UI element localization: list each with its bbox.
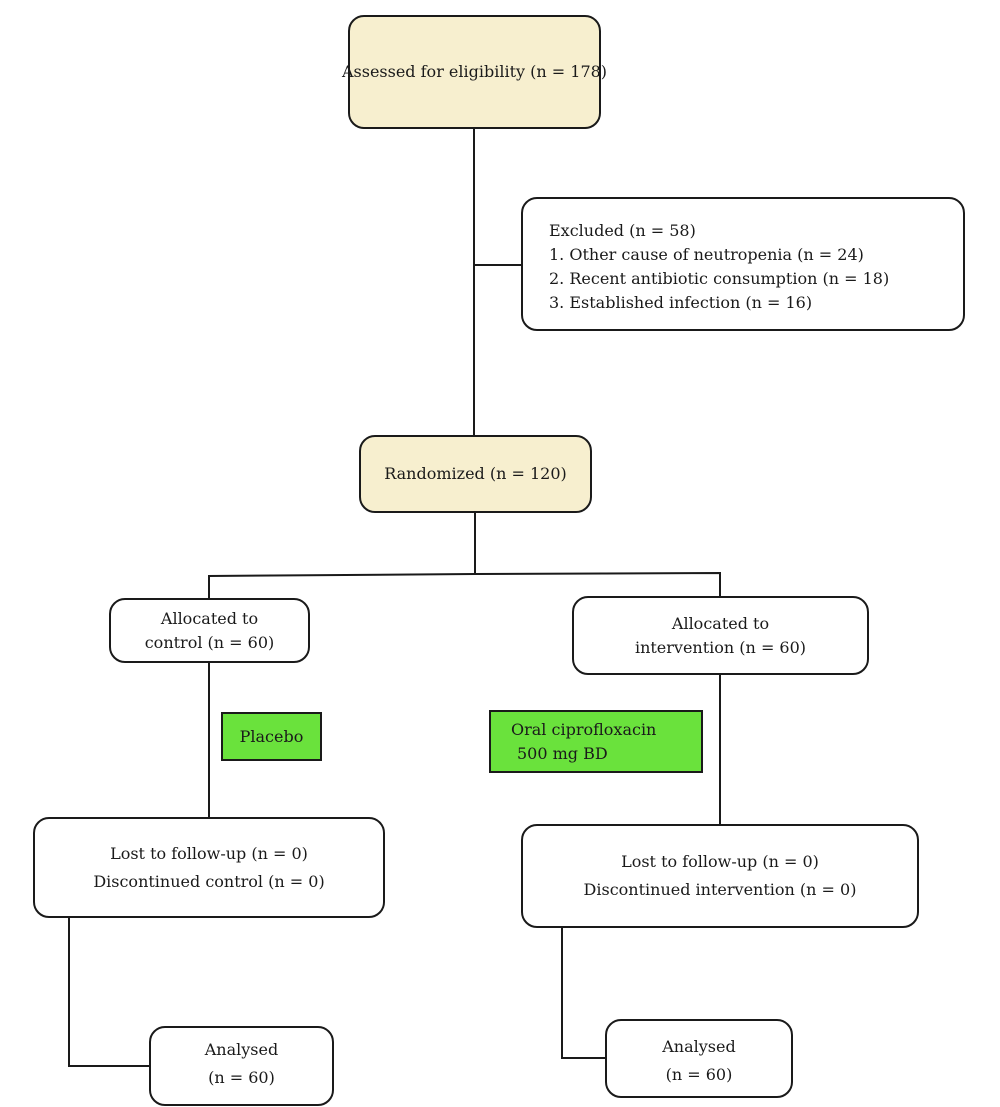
assessed-text: Assessed for eligibility (n = 178) [341,62,608,81]
intervention-allocation-box: Allocated to intervention (n = 60) [572,596,869,675]
control-followup-line: Discontinued control (n = 0) [93,871,325,891]
intervention-followup-line: Discontinued intervention (n = 0) [583,880,857,899]
connector-intervention-to-analysed [561,928,606,1059]
intervention-allocation-line: Allocated to [671,613,770,633]
excluded-title: Excluded (n = 58) [549,221,696,240]
control-analysed-box: Analysed (n = 60) [149,1026,334,1106]
ciprofloxacin-label: Oral ciprofloxacin [511,719,657,739]
control-allocation-line: control (n = 60) [144,632,275,652]
intervention-analysed-line: Analysed [662,1037,736,1056]
ciprofloxacin-dose: 500 mg BD [517,743,608,763]
control-analysed-line: Analysed [204,1040,279,1059]
control-allocation-line: Allocated to [160,608,259,628]
excluded-item: 2. Recent antibiotic consumption (n = 18… [549,269,890,288]
excluded-box: Excluded (n = 58) 1. Other cause of neut… [521,197,965,331]
placebo-box: Placebo [221,712,322,761]
intervention-analysed-line: (n = 60) [665,1065,733,1084]
assessed-box: Assessed for eligibility (n = 178) [342,15,607,129]
connector-split-control [208,573,476,599]
connector-control-to-analysed [68,917,150,1067]
intervention-allocation-line: intervention (n = 60) [634,637,807,657]
placebo-label: Placebo [239,726,304,746]
intervention-followup-box: Lost to follow-up (n = 0) Discontinued i… [521,824,919,928]
control-analysed-line: (n = 60) [208,1068,275,1087]
control-allocation-box: Allocated to control (n = 60) [109,598,310,663]
control-followup-box: Lost to follow-up (n = 0) Discontinued c… [33,817,385,918]
excluded-item: 3. Established infection (n = 16) [549,293,813,312]
connector-split-intervention [474,571,721,597]
intervention-followup-line: Lost to follow-up (n = 0) [621,852,819,871]
control-followup-line: Lost to follow-up (n = 0) [110,843,308,863]
excluded-item: 1. Other cause of neutropenia (n = 24) [549,245,864,264]
randomized-box: Randomized (n = 120) [359,435,592,513]
randomized-text: Randomized (n = 120) [384,464,567,483]
intervention-analysed-box: Analysed (n = 60) [605,1019,793,1098]
ciprofloxacin-box: Oral ciprofloxacin 500 mg BD [489,710,703,773]
